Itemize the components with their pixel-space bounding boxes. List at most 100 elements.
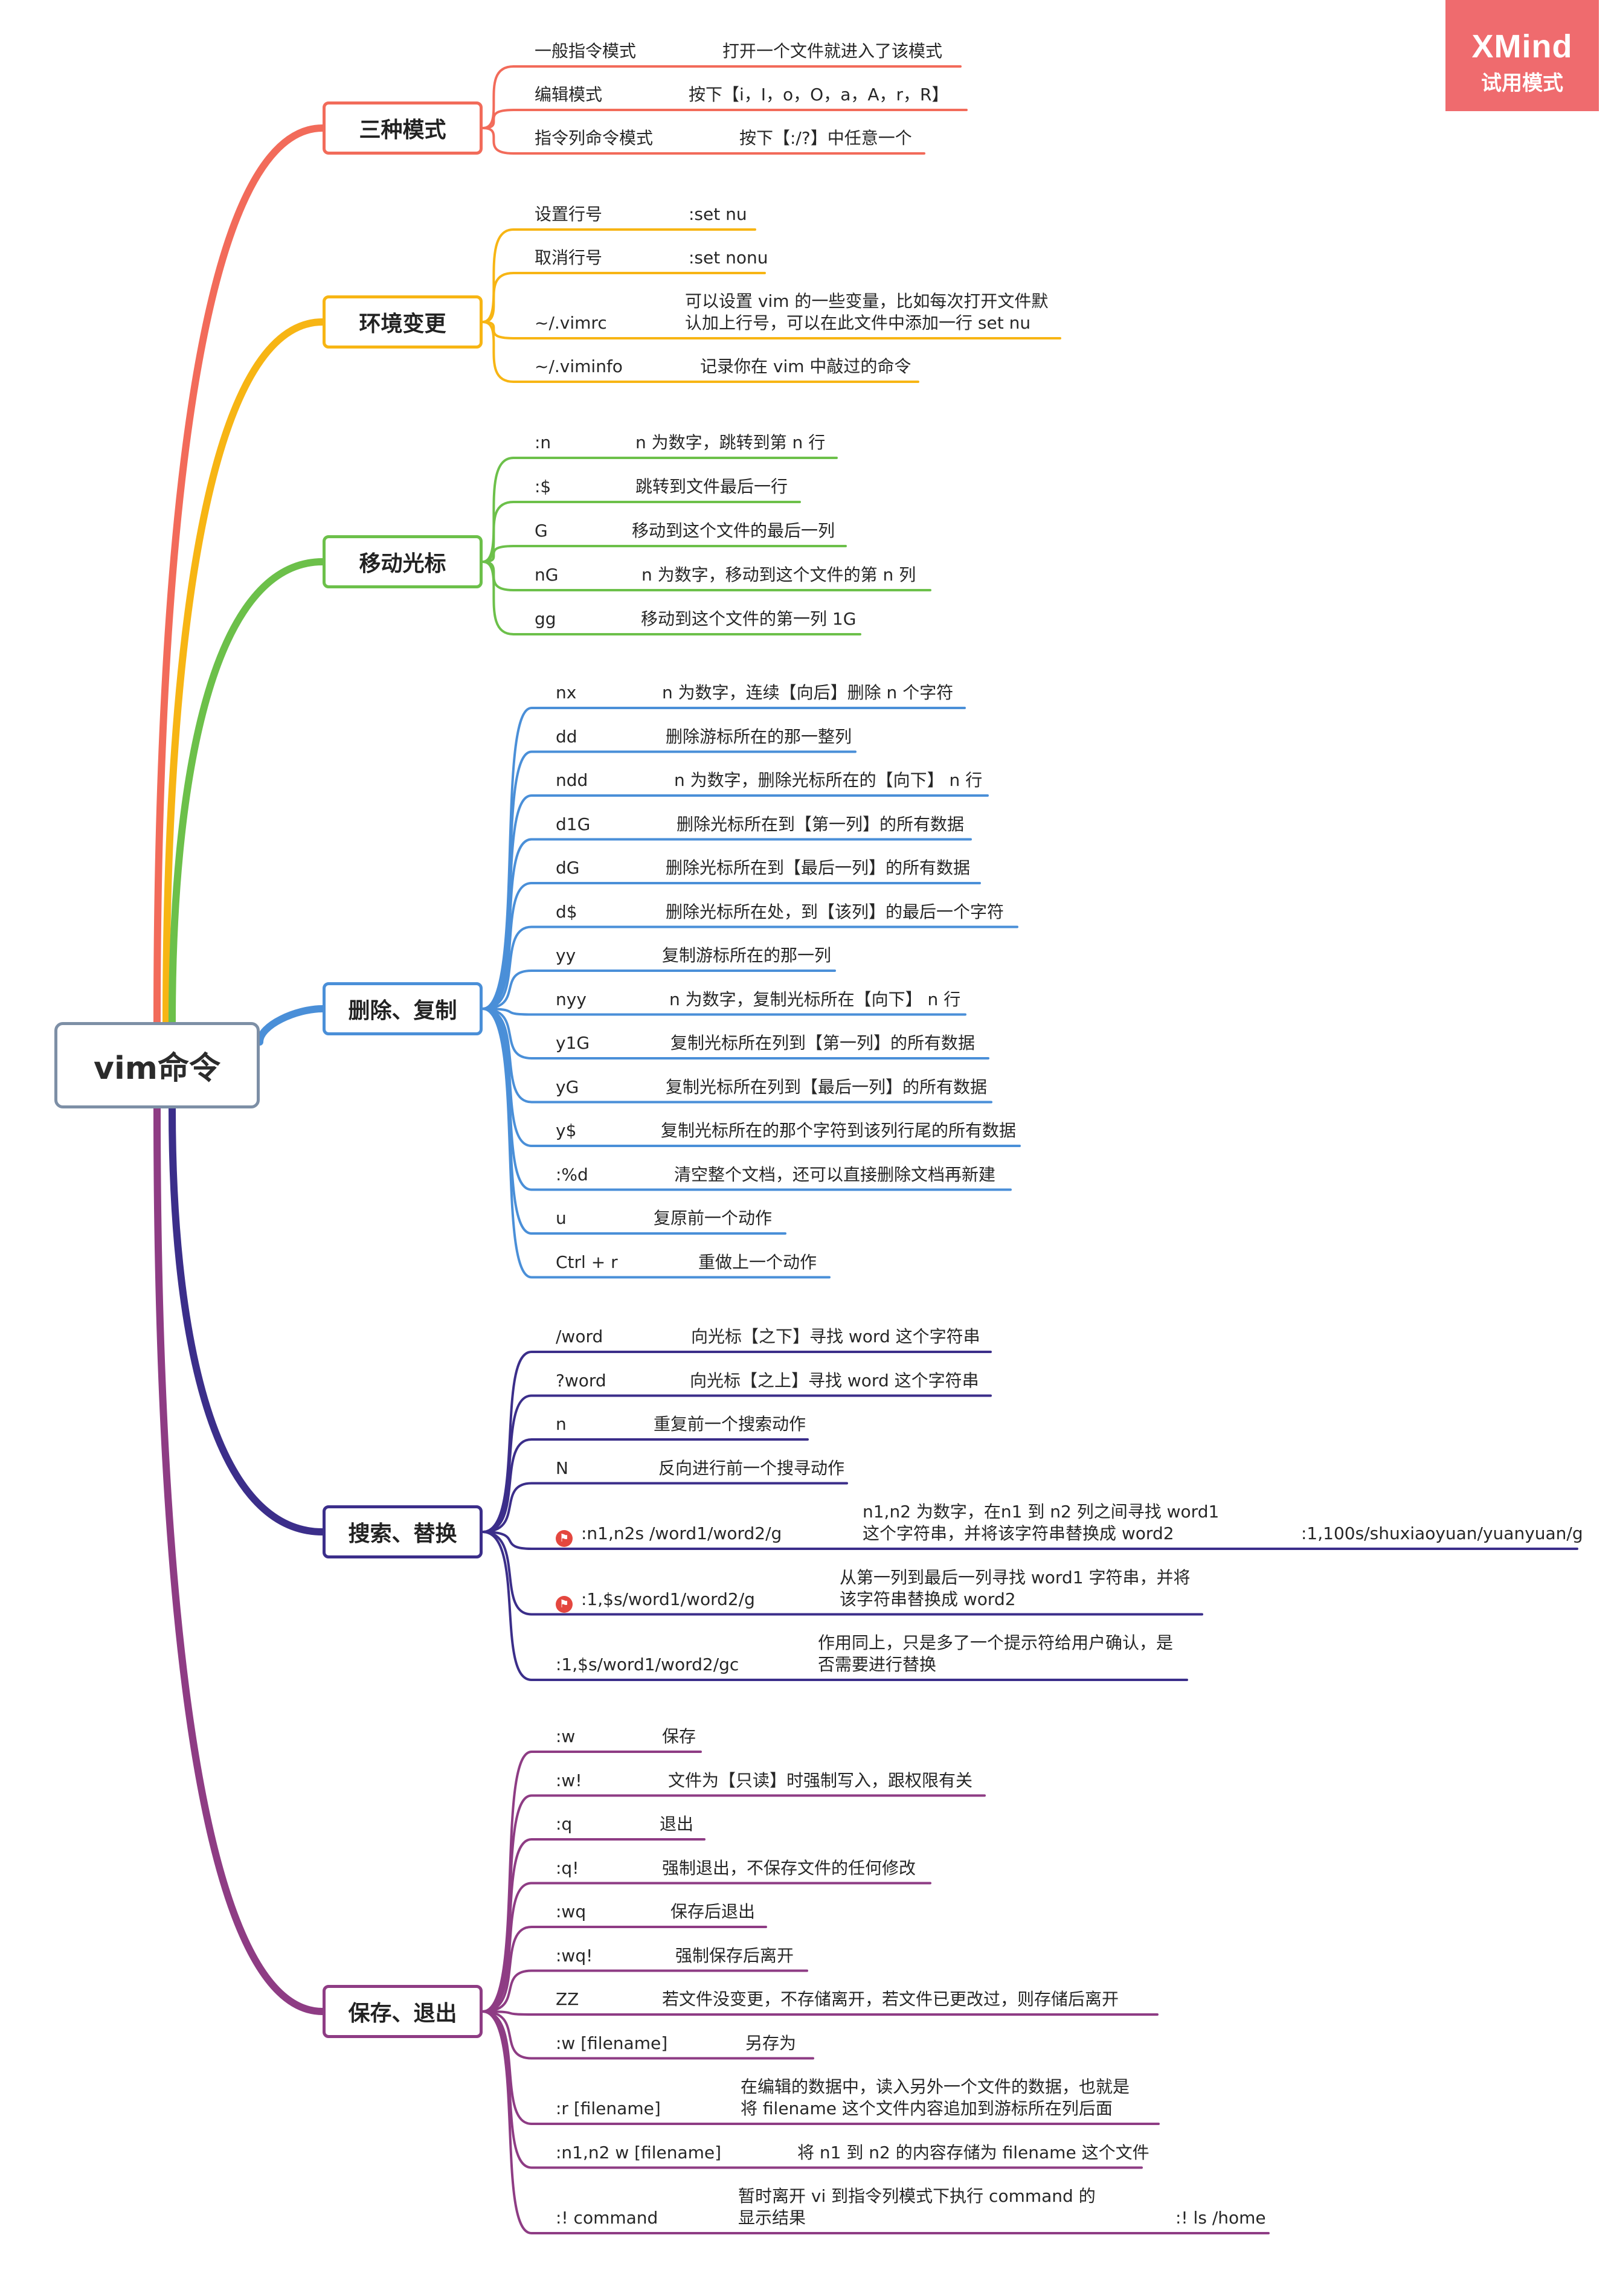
branch-topic-3[interactable]: 删除、复制 [323, 982, 483, 1035]
branch-topic-2[interactable]: 移动光标 [323, 535, 483, 588]
item-desc-3-10-0: 复制光标所在的那个字符到该列行尾的所有数据 [661, 1121, 1017, 1140]
item-desc-2-3-0: n 为数字，移动到这个文件的第 n 列 [641, 565, 916, 585]
xmind-trial-watermark: XMind 试用模式 [1445, 0, 1599, 111]
item-key-5-9: :n1,n2 w [filename] [556, 2142, 722, 2163]
item-example-4-4: :1,100s/shuxiaoyuan/yuanyuan/g [1301, 1523, 1583, 1543]
item-key-3-12: u [556, 1208, 567, 1228]
connector-1-0 [481, 228, 756, 323]
item-key-2-0: :n [535, 433, 551, 452]
trunk-line-0 [153, 124, 326, 1026]
connector-2-0 [481, 457, 838, 563]
connector-3-9 [481, 1008, 992, 1104]
item-key-5-2: :q [556, 1814, 573, 1834]
item-desc-2-4-0: 移动到这个文件的第一列 1G [641, 609, 857, 629]
item-desc-5-2-0: 退出 [660, 1814, 694, 1834]
connector-3-8 [481, 1008, 989, 1060]
item-desc-3-4-0: 删除光标所在到【最后一列】的所有数据 [666, 858, 971, 878]
item-desc-3-1-0: 删除游标所在的那一整列 [666, 726, 852, 747]
item-desc-3-12-0: 复原前一个动作 [654, 1208, 773, 1228]
item-key-3-0: nx [556, 683, 577, 703]
connector-4-5 [481, 1531, 1203, 1616]
item-key-3-1: dd [556, 726, 577, 747]
connector-5-1 [481, 1794, 986, 2013]
connector-1-1 [481, 272, 766, 323]
item-key-5-4: :wq [556, 1902, 587, 1921]
connector-5-10 [481, 2010, 1270, 2234]
connector-5-6 [481, 2010, 1159, 2016]
item-key-2-3: nG [535, 565, 559, 585]
flag-marker-icon: ⚑ [556, 1595, 573, 1613]
item-key-3-11: :%d [556, 1164, 588, 1185]
item-desc-4-6-0: 作用同上，只是多了一个提示符给用户确认，是 [818, 1633, 1174, 1653]
item-desc-5-6-0: 若文件没变更，不存储离开，若文件已更改过，则存储后离开 [662, 1989, 1119, 2009]
item-key-4-5: ⚑ :1,$s/word1/word2/g [556, 1588, 755, 1613]
connector-4-3 [481, 1482, 848, 1533]
trunk-line-1 [162, 318, 326, 1026]
connector-5-7 [481, 2010, 814, 2060]
connector-3-7 [481, 1008, 966, 1016]
item-key-5-8: :r [filename] [556, 2098, 661, 2118]
item-key-4-1: ?word [556, 1370, 606, 1391]
flag-marker-icon: ⚑ [556, 1530, 573, 1547]
trunk-line-2 [169, 558, 326, 1026]
item-desc-5-5-0: 强制保存后离开 [675, 1945, 794, 1966]
connector-3-4 [481, 882, 981, 1010]
connector-2-4 [481, 561, 861, 635]
item-example-5-10: :! ls /home [1175, 2208, 1266, 2228]
item-key-0-2: 指令列命令模式 [535, 128, 654, 148]
trunk-line-3 [256, 1005, 326, 1046]
item-key-5-6: ZZ [556, 1989, 579, 2009]
branch-topic-5[interactable]: 保存、退出 [323, 1985, 483, 2038]
item-desc-1-2-0: 可以设置 vim 的一些变量，比如每次打开文件默 [685, 291, 1049, 311]
item-desc-4-0-0: 向光标【之下】寻找 word 这个字符串 [691, 1326, 980, 1346]
connector-5-5 [481, 1969, 808, 2013]
item-key-3-7: nyy [556, 989, 587, 1009]
connector-0-2 [481, 127, 925, 155]
branch-topic-1[interactable]: 环境变更 [323, 295, 483, 349]
item-desc-4-5-1: 该字符串替换成 word2 [840, 1589, 1016, 1609]
connector-0-0 [481, 65, 962, 129]
branch-topic-0[interactable]: 三种模式 [323, 101, 483, 155]
item-key-1-1: 取消行号 [535, 248, 603, 268]
item-desc-5-10-0: 暂时离开 vi 到指令列模式下执行 command 的 [738, 2186, 1096, 2206]
connector-3-10 [481, 1008, 1021, 1147]
item-desc-5-9-0: 将 n1 到 n2 的内容存储为 filename 这个文件 [797, 2142, 1149, 2163]
item-desc-1-0-0: :set nu [689, 204, 747, 224]
item-key-3-4: dG [556, 858, 580, 878]
item-key-1-3: ~/.viminfo [535, 356, 623, 376]
item-desc-2-2-0: 移动到这个文件的最后一列 [632, 521, 835, 541]
item-key-3-2: ndd [556, 770, 588, 790]
item-key-text: :1,$s/word1/word2/g [581, 1589, 755, 1609]
item-desc-3-8-0: 复制光标所在列到【第一列】的所有数据 [670, 1033, 976, 1053]
item-desc-4-5-0: 从第一列到最后一列寻找 word1 字符串，并将 [840, 1567, 1191, 1587]
item-desc-5-4-0: 保存后退出 [670, 1902, 756, 1921]
item-key-1-0: 设置行号 [535, 204, 603, 224]
item-key-4-4: ⚑:n1,n2s /word1/word2/g [556, 1522, 782, 1547]
connector-4-1 [481, 1394, 992, 1533]
item-desc-4-2-0: 重复前一个搜索动作 [654, 1414, 806, 1434]
item-desc-3-0-0: n 为数字，连续【向后】删除 n 个字符 [662, 683, 954, 703]
connector-3-13 [481, 1008, 831, 1279]
item-desc-4-1-0: 向光标【之上】寻找 word 这个字符串 [690, 1370, 979, 1391]
item-key-3-13: Ctrl + r [556, 1252, 618, 1272]
item-key-0-0: 一般指令模式 [535, 41, 637, 61]
connector-2-1 [481, 501, 801, 563]
connector-5-2 [481, 1838, 706, 2013]
item-desc-3-13-0: 重做上一个动作 [698, 1252, 817, 1272]
item-key-3-8: y1G [556, 1033, 590, 1053]
item-desc-5-8-1: 将 filename 这个文件内容追加到游标所在列后面 [741, 2098, 1113, 2118]
branch-topic-4[interactable]: 搜索、替换 [323, 1505, 483, 1558]
item-desc-4-4-1: 这个字符串，并将该字符串替换成 word2 [863, 1523, 1174, 1543]
item-desc-4-3-0: 反向进行前一个搜寻动作 [658, 1458, 845, 1478]
item-key-1-2: ~/.vimrc [535, 313, 607, 333]
item-key-2-1: :$ [535, 477, 551, 497]
root-topic[interactable]: vim命令 [54, 1022, 260, 1108]
item-key-5-0: :w [556, 1726, 576, 1746]
item-desc-1-2-1: 认加上行号，可以在此文件中添加一行 set nu [685, 313, 1031, 333]
item-desc-3-2-0: n 为数字，删除光标所在的【向下】 n 行 [674, 770, 983, 790]
xmind-brand: XMind [1471, 28, 1573, 65]
connector-5-9 [481, 2010, 1143, 2169]
item-key-5-3: :q! [556, 1857, 579, 1878]
item-desc-0-1-0: 按下【i，I，o，O，a，A，r，R】 [689, 85, 949, 105]
item-desc-0-0-0: 打开一个文件就进入了该模式 [722, 41, 943, 61]
